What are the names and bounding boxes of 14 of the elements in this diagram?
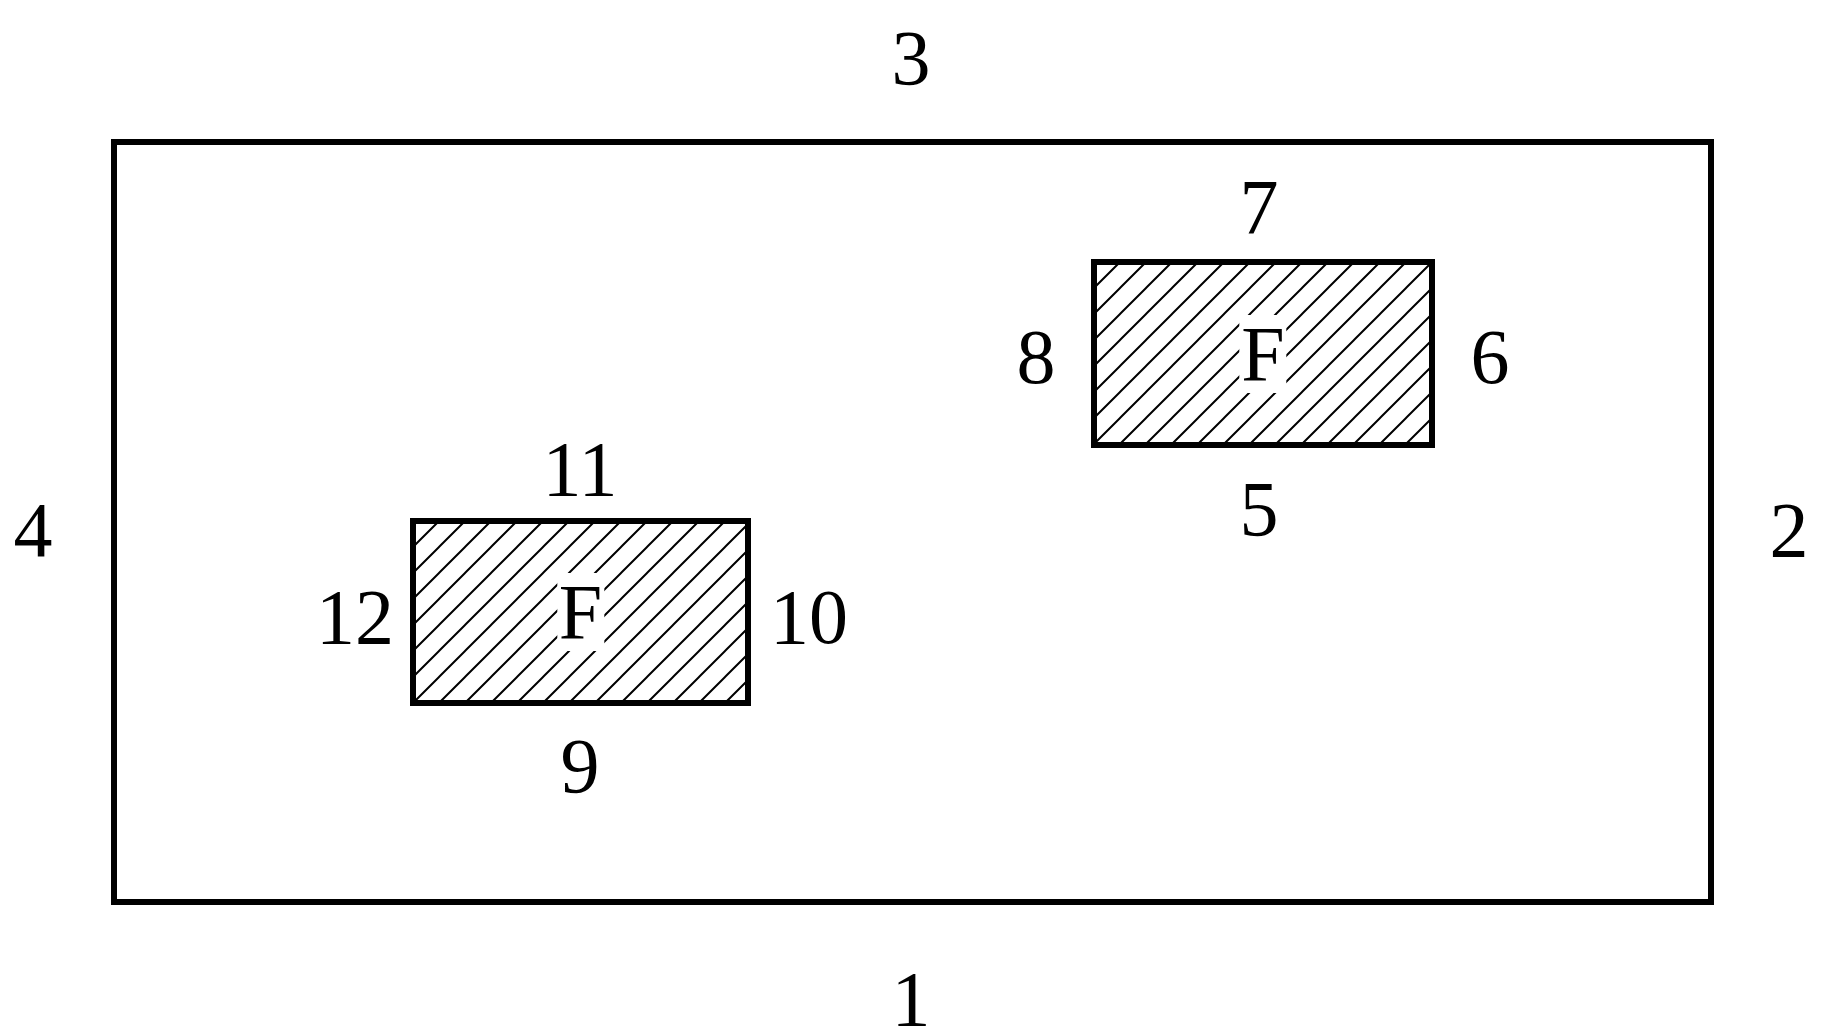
side-number: 7 bbox=[1239, 168, 1279, 246]
side-number: 8 bbox=[1016, 318, 1056, 396]
side-number: 5 bbox=[1239, 470, 1279, 548]
area-label: F bbox=[1239, 314, 1287, 393]
side-number: 1 bbox=[891, 960, 931, 1030]
side-number: 9 bbox=[560, 727, 600, 805]
side-number: 6 bbox=[1470, 318, 1510, 396]
side-number: 2 bbox=[1769, 491, 1809, 569]
area-label: F bbox=[556, 573, 605, 651]
side-number: 4 bbox=[13, 491, 53, 569]
side-number: 11 bbox=[542, 430, 618, 508]
side-number: 10 bbox=[770, 578, 848, 656]
side-number: 3 bbox=[891, 19, 931, 97]
side-number: 12 bbox=[316, 578, 394, 656]
